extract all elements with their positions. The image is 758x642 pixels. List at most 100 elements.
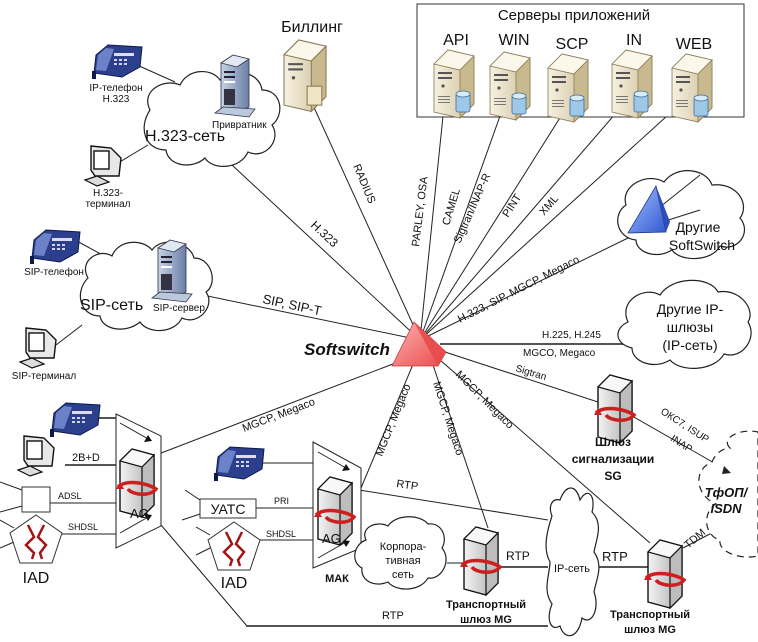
ag1-arrow-bottom [119,515,151,534]
protocol-mak: MGCP, Megaco [374,382,414,458]
link-web-server [419,105,679,341]
h323-ip-phone-label-1: IP-телефон [89,82,142,94]
h323-ip-phone-label-2: H.323 [103,94,130,105]
link-mak [360,361,415,489]
sip-terminal-icon [19,327,57,369]
link-transport-gw-2 [439,359,651,544]
stub [195,526,211,536]
h323-terminal-label-2: терминал [86,199,131,210]
rtp-bottom: RTP [382,610,404,622]
ag1-adsl-label: ADSL [58,491,82,501]
link-api-server [419,115,444,341]
rtp-mg1: RTP [506,549,530,563]
pstn-cloud [698,430,758,558]
adsl-modem-icon [21,486,51,513]
protocol-mg1: MGCP, Megaco [430,380,465,457]
sg-label-3: SG [604,469,621,483]
protocol-h323: H.323 [308,218,341,250]
other-softswitch-label-2: SoftSwitch [669,237,735,253]
stub [0,519,15,529]
arrow-head-icon [722,466,731,474]
mak-ag-label: AG [322,531,341,546]
arrow-icon [342,464,350,471]
protocol-ag1: MGCP, Megaco [241,396,317,435]
mak-label: МАК [325,573,349,585]
rtp-mak: RTP [396,478,419,493]
arrow-icon [144,435,152,442]
protocol-radius: RADIUS [350,162,377,205]
softswitch-label: Softswitch [304,340,390,359]
ag1-phone-icon [49,402,101,438]
ag1-isdn-label: 2B+D [72,452,100,464]
mg2-label-2: шлюз MG [624,624,676,636]
h323-terminal-icon [84,145,122,187]
stub [181,513,201,521]
other-softswitch-label-1: Другие [676,219,721,235]
protocol-mg2: MGCP, Megaco [453,369,516,432]
stub [0,505,23,513]
ip-network-cloud [545,487,600,637]
link-h323-phone [136,64,176,83]
sip-phone-label: SIP-телефон [24,266,84,278]
link-billing [311,102,421,341]
other-softswitch-icon [627,184,670,234]
stub [0,541,15,549]
win-server-icon [489,51,531,121]
iad2-icon [206,520,262,572]
web-server-icon [671,53,713,123]
protocol-sip: SIP, SIP-T [261,291,323,318]
ag1-arrow-top [119,422,151,441]
link-scp-server [419,112,564,341]
link-mak-rtp [358,489,549,521]
sip-phone-icon [29,229,81,265]
other-ip-gateways-label-3: (IP-сеть) [662,337,717,353]
link-sip-server [192,292,421,341]
rtp-mg2: RTP [602,549,628,564]
mak-phone-icon [213,446,265,482]
protocol-ip-gw-2: MGCO, Megaco [523,348,596,359]
iad1-icon [8,513,64,565]
link-ag1 [155,361,399,456]
protocol-api: PARLEY, OSA [410,175,431,247]
pbx-box [199,498,257,519]
pstn-label-1: ТфОП/ [705,485,749,500]
ag1-label: AG [130,506,149,521]
mak-arrow-bottom [317,541,347,559]
protocol-sg-out-2: INAP [668,433,694,455]
link-h323-network [231,164,421,341]
link-h323-terminal [117,144,149,164]
mak-arrow-top [317,451,347,469]
h323-network-label: H.323-сеть [145,128,225,145]
sip-network-cloud [79,241,213,332]
iad1-label: IAD [23,570,50,587]
api-server-icon [433,49,475,119]
h323-ip-phone-icon [91,44,143,80]
billing-server-icon [282,39,328,113]
mak-shdsl-label: SHDSL [266,529,296,539]
gatekeeper-label: Привратник [212,120,267,131]
signaling-gateway-icon [592,373,636,445]
server-label-scp: SCP [556,36,589,53]
protocol-in: XML [537,193,561,218]
other-softswitch-cloud [617,170,746,260]
billing-label: Биллинг [281,19,343,36]
protocol-tdm: TDM [682,527,708,552]
app-servers-group: Серверы приложений API WIN SCP IN WEB [416,3,745,123]
mak-pri-label: PRI [274,496,289,506]
corporate-network-cloud [354,516,447,590]
scp-server-icon [547,53,589,123]
h323-terminal-label-1: H.323- [93,188,123,199]
protocol-ip-gw-1: H.225, H.245 [542,330,601,341]
app-servers-title: Серверы приложений [498,7,650,24]
corporate-network-label-2: тивная [385,555,420,567]
link-transport-gw-1 [431,361,489,529]
other-ip-gateways-cloud [617,279,752,369]
sip-terminal-label: SIP-терминал [12,371,77,382]
sip-server-label: SIP-сервер [153,303,205,314]
ip-network-label: IP-сеть [554,563,590,575]
iad2-label: IAD [221,575,248,592]
other-ip-gateways-label-1: Другие IP- [657,301,724,317]
sg-label-2: сигнализации [572,452,655,466]
pstn-label-2: ISDN [710,501,742,516]
